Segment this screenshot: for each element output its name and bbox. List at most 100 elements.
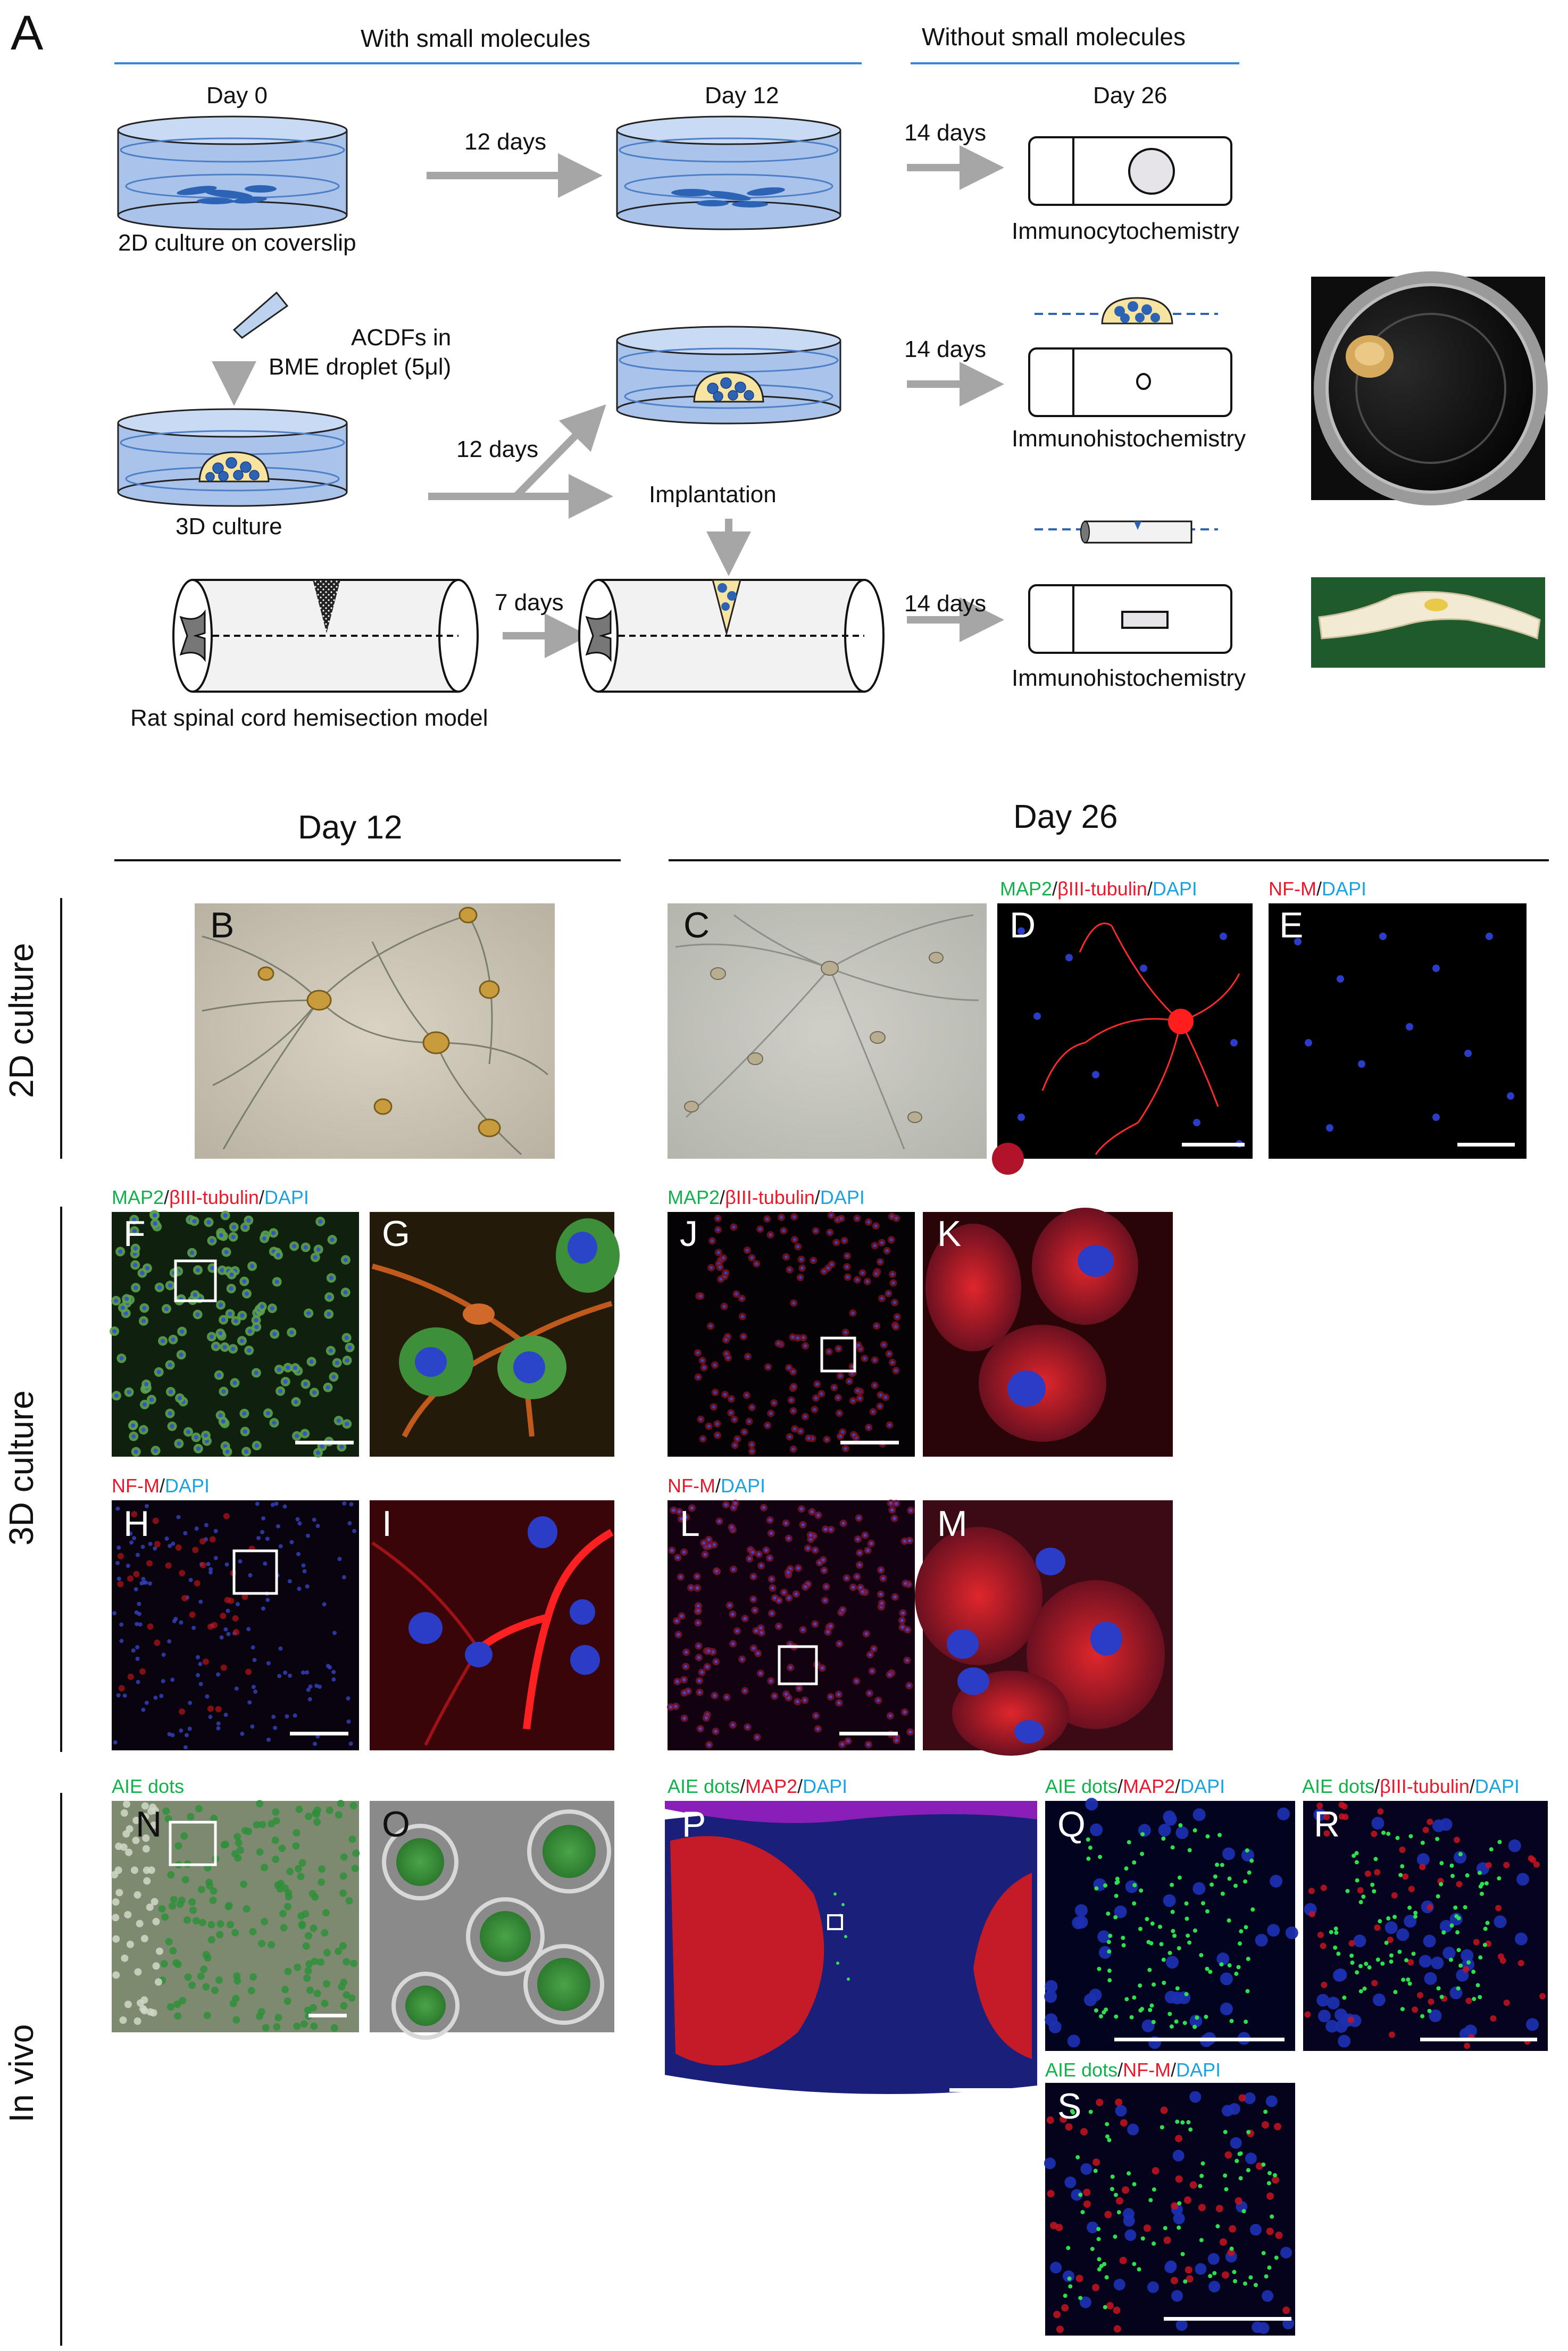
- micrograph-cell: [205, 1694, 210, 1699]
- micrograph-cell: [1220, 1972, 1233, 1986]
- micrograph-cell: [280, 1924, 288, 1932]
- micrograph-cell: [295, 1434, 299, 1439]
- micrograph-cell: [352, 1849, 360, 1857]
- micrograph-cell: [213, 1528, 218, 1533]
- micrograph-cell: [196, 1673, 201, 1677]
- micrograph-cell: [735, 1292, 738, 1296]
- micrograph-cell: [908, 1730, 912, 1734]
- micrograph-cell: [216, 1672, 221, 1677]
- micrograph-cell: [170, 1424, 174, 1428]
- micrograph-cell: [789, 1666, 793, 1669]
- micrograph-cell: [1140, 1832, 1145, 1837]
- micrograph-cell: [796, 1700, 799, 1704]
- micrograph-cell: [1264, 2274, 1269, 2279]
- micrograph-cell: [127, 1673, 134, 1680]
- micrograph-cell: [297, 1912, 305, 1920]
- micrograph-cell: [816, 1727, 820, 1731]
- micrograph-cell: [303, 1431, 307, 1436]
- micrograph-cell: [216, 1373, 221, 1377]
- micrograph-cell: [135, 1645, 140, 1650]
- micrograph-cell: [858, 1563, 862, 1567]
- micrograph-cell: [813, 1548, 817, 1552]
- micrograph-cell: [154, 1541, 161, 1548]
- panel-letter-n: N: [136, 1804, 162, 1845]
- micrograph-cell: [903, 1539, 906, 1543]
- micrograph-cell: [252, 1658, 257, 1663]
- micrograph-cell: [1121, 1943, 1126, 1948]
- micrograph-cell: [1097, 1966, 1102, 1971]
- micrograph-cell: [1088, 2109, 1093, 2114]
- panel-letter-c: C: [683, 905, 710, 945]
- micrograph-cell: [339, 1444, 344, 1449]
- micrograph-cell: [158, 1905, 166, 1913]
- micrograph-cell: [210, 1266, 215, 1270]
- micrograph-cell: [716, 1251, 720, 1255]
- micrograph-cell: [1067, 2276, 1072, 2281]
- micrograph-cell: [1454, 1837, 1461, 1843]
- stain-label-s: AIE dots/NF-M/DAPI: [1045, 2059, 1221, 2081]
- micrograph-cell: [695, 1575, 699, 1579]
- micrograph-cell: [126, 1564, 130, 1568]
- micrograph-cell: [895, 1739, 898, 1742]
- micrograph-cell: [133, 1262, 138, 1267]
- micrograph-cell: [209, 1334, 214, 1339]
- micrograph-cell: [1285, 1926, 1298, 1939]
- micrograph-cell: [135, 1622, 139, 1626]
- micrograph-cell: [132, 1816, 140, 1824]
- micrograph-cell: [1137, 2267, 1141, 2272]
- micrograph-cell: [114, 1393, 119, 1398]
- micrograph-cell: [900, 1618, 904, 1622]
- micrograph-cell: [1336, 1951, 1341, 1956]
- micrograph-cell: [1187, 1940, 1192, 1945]
- micrograph-cell: [1463, 1905, 1467, 1909]
- micrograph-cell: [908, 1539, 912, 1542]
- micrograph-cell: [1323, 1830, 1330, 1837]
- micrograph-cell: [1170, 1845, 1175, 1850]
- micrograph-cell: [301, 1670, 305, 1675]
- micrograph-cell: [1246, 2130, 1251, 2134]
- micrograph-cell: [1063, 2294, 1067, 2298]
- label-implantation: Implantation: [649, 481, 777, 508]
- panel-letter-q: Q: [1057, 1804, 1086, 1845]
- micrograph-cell: [1499, 1957, 1506, 1964]
- micrograph-cell: [1255, 1933, 1268, 1947]
- micrograph-cell: [265, 1598, 270, 1602]
- micrograph-cell: [320, 1444, 324, 1449]
- micrograph-cell: [270, 1306, 274, 1311]
- micrograph-cell: [1239, 1929, 1244, 1934]
- micrograph-cell: [1249, 1858, 1254, 1863]
- micrograph-cell: [728, 1604, 731, 1607]
- micrograph-cell: [1094, 1886, 1099, 1891]
- micrograph-cell: [804, 1344, 807, 1348]
- micrograph-cell: [1215, 1863, 1220, 1867]
- micrograph-cell: [1370, 1882, 1375, 1887]
- micrograph-cell: [187, 1726, 192, 1731]
- micrograph-cell: [261, 1516, 266, 1521]
- header-without-small-molecules: Without small molecules: [922, 23, 1186, 51]
- panel-q-image: [1044, 1798, 1298, 2051]
- micrograph-cell: [1065, 2123, 1073, 2131]
- micrograph-cell: [1061, 2304, 1069, 2312]
- micrograph-cell: [789, 1398, 793, 1402]
- micrograph-cell: [685, 1515, 688, 1519]
- micrograph-cell: [1381, 1830, 1386, 1835]
- micrograph-cell: [1050, 2262, 1062, 2274]
- micrograph-cell: [243, 1905, 251, 1913]
- micrograph-cell: [1224, 2151, 1232, 2159]
- micrograph-cell: [1257, 2322, 1270, 2334]
- panel-letter-f: F: [123, 1214, 146, 1254]
- micrograph-cell: [199, 1561, 206, 1568]
- panel-g-image: [370, 1212, 620, 1457]
- micrograph-cell: [1308, 1910, 1315, 1917]
- micrograph-cell: [1386, 1831, 1391, 1836]
- micrograph-cell: [218, 1413, 223, 1418]
- panel-c-image: [668, 903, 987, 1159]
- micrograph-cell: [791, 1409, 795, 1413]
- micrograph-cell: [139, 1668, 146, 1675]
- micrograph-cell: [1229, 2225, 1237, 2233]
- micrograph-cell: [1127, 2123, 1139, 2136]
- micrograph-cell: [740, 1315, 744, 1318]
- micrograph-cell: [1064, 2176, 1077, 2188]
- micrograph-cell: [838, 1411, 841, 1415]
- label-immunohistochemistry-2: Immunohistochemistry: [1012, 665, 1246, 691]
